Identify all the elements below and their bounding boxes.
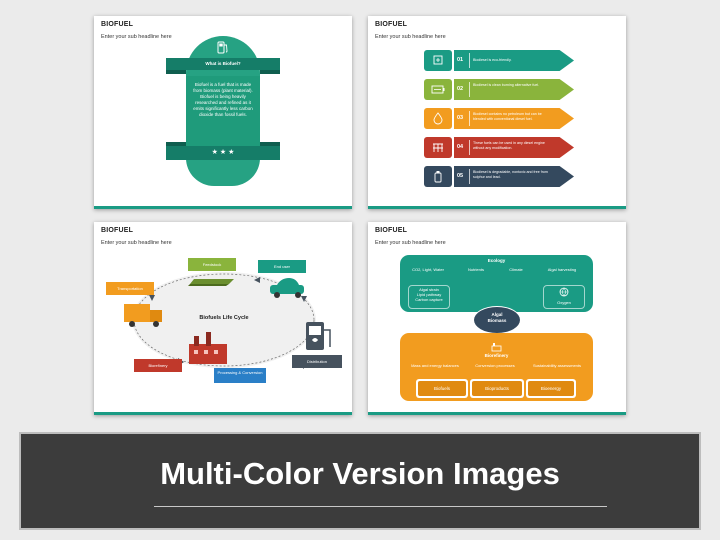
- slide-subtitle: Enter your sub headline here: [101, 34, 172, 40]
- item-number: 05: [457, 173, 464, 179]
- benefit-row-3: 03 Biodiesel contains no petroleum but c…: [424, 108, 574, 129]
- slide-subtitle: Enter your sub headline here: [375, 34, 446, 40]
- cycle-center-label: Biofuels Life Cycle: [199, 315, 249, 321]
- eco-item: CO2, Light, Water: [412, 267, 444, 272]
- item-number: 04: [457, 144, 464, 150]
- distribution-label: Distribution: [292, 355, 342, 368]
- bio-item: Mass and energy balances: [411, 363, 459, 368]
- slide-subtitle: Enter your sub headline here: [375, 240, 446, 246]
- item-number: 02: [457, 86, 464, 92]
- life-cycle-diagram: [124, 272, 331, 369]
- version-banner: Multi-Color Version Images: [19, 432, 701, 530]
- biofuel-info-shape: [186, 36, 260, 186]
- banner-divider: [154, 506, 607, 507]
- processing-label: Processing & Conversion: [214, 368, 266, 383]
- item-text: Biodiesel is clean burning alternative f…: [473, 83, 540, 87]
- banner-title: Multi-Color Version Images: [160, 456, 560, 491]
- item-text: Biodiesel is eco-friendly.: [473, 58, 512, 62]
- slide-thumbnail-3[interactable]: BIOFUEL Enter your sub headline here: [94, 222, 352, 415]
- slide-title: BIOFUEL: [375, 21, 408, 28]
- algal-strain-text: Algal strain Lipid pathway Carbon captur…: [415, 287, 443, 302]
- item-number: 01: [457, 57, 464, 63]
- ecology-title: Ecology: [487, 258, 506, 263]
- biofuel-heading: What is Biofuel?: [205, 61, 241, 66]
- slide-title: BIOFUEL: [101, 227, 134, 234]
- fuel-pump-icon: [217, 41, 228, 54]
- star-rating: ★ ★ ★: [211, 149, 235, 156]
- biorefinery-label: Biorefinery: [134, 359, 182, 372]
- product-bioproducts: Bioproducts: [470, 379, 524, 398]
- bio-item: Conversion processes: [475, 363, 515, 368]
- factory-icon: [491, 343, 502, 352]
- eco-item: Algal harvesting: [547, 267, 577, 272]
- slide-subtitle: Enter your sub headline here: [101, 240, 172, 246]
- item-text: Biodiesel contains no petroleum but can …: [473, 112, 542, 121]
- benefit-row-2: 02 Biodiesel is clean burning alternativ…: [424, 79, 574, 100]
- oxygen-text: Oxygen: [557, 300, 571, 305]
- factory-icon: [189, 332, 227, 364]
- slide-thumbnail-2[interactable]: BIOFUEL Enter your sub headline here 01 …: [368, 16, 626, 209]
- product-bioenergy: Bioenergy: [526, 379, 576, 398]
- biofuel-description: Biofuel is a fuel that is made from biom…: [193, 82, 253, 117]
- product-biofuels: Biofuels: [416, 379, 468, 398]
- item-text: Biodiesel is degradable, nontoxic and fr…: [473, 170, 548, 179]
- slide-thumbnail-1[interactable]: BIOFUEL Enter your sub headline here Wha…: [94, 16, 352, 209]
- slide-thumbnail-4[interactable]: BIOFUEL Enter your sub headline here Eco…: [368, 222, 626, 415]
- leaf-bottle-icon: [434, 171, 442, 183]
- recycle-icon: [433, 55, 443, 65]
- biorefinery-title: Biorefinery: [484, 353, 509, 358]
- benefit-row-4: 04 These fuels can be used in any diesel…: [424, 137, 574, 158]
- oil-drop-icon: [433, 112, 443, 125]
- engine-icon: [433, 143, 443, 152]
- fuel-pump-icon: [306, 322, 331, 350]
- item-number: 03: [457, 115, 464, 121]
- globe-icon: [559, 287, 569, 297]
- algal-biomass-label: Algal Biomass: [487, 312, 507, 323]
- transportation-label: Transportation: [106, 282, 154, 295]
- feedstock-label: Feedstock: [188, 258, 236, 271]
- end-user-label: End user: [258, 260, 306, 273]
- algal-biomass-circle: [473, 306, 521, 334]
- benefit-row-5: 05 Biodiesel is degradable, nontoxic and…: [424, 166, 574, 187]
- item-text: These fuels can be used in any diesel en…: [473, 141, 545, 150]
- truck-icon: [124, 304, 162, 327]
- slide-title: BIOFUEL: [375, 227, 408, 234]
- eco-item: Climate: [509, 267, 523, 272]
- benefit-row-1: 01 Biodiesel is eco-friendly.: [424, 50, 574, 71]
- ecology-box: Ecology CO2, Light, Water Nutrients Clim…: [400, 255, 593, 312]
- battery-icon: [431, 85, 445, 94]
- eco-item: Nutrients: [467, 267, 484, 272]
- slide-title: BIOFUEL: [101, 21, 134, 28]
- car-icon: [270, 278, 304, 298]
- bio-item: Sustainability assessments: [532, 363, 582, 368]
